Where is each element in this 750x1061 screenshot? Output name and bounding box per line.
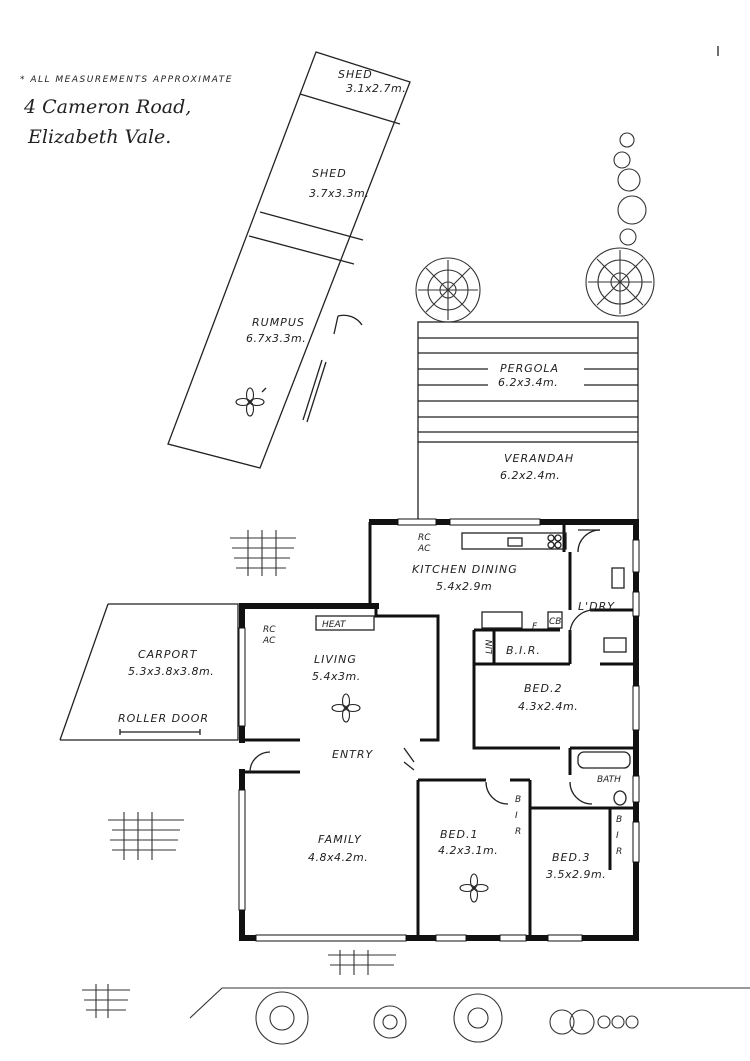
bir1-i: I (515, 811, 518, 821)
verandah-label: VERANDAH (504, 452, 574, 465)
bath-label: BATH (597, 775, 621, 785)
bir3-b: B (616, 815, 622, 825)
bir3-i: I (616, 831, 619, 841)
shed-small-label: SHED (338, 68, 373, 81)
shed-small-size: 3.1x2.7m. (346, 82, 406, 95)
bir-hall-label: B.I.R. (506, 644, 541, 657)
living-size: 5.4x3m. (312, 670, 361, 683)
shrub-icon (613, 132, 647, 246)
living-label: LIVING (314, 653, 357, 666)
verandah-size: 6.2x2.4m. (500, 469, 560, 482)
tree-icon (415, 257, 481, 323)
rc-label-living: RC (263, 625, 276, 635)
shed-large-label: SHED (312, 167, 347, 180)
measurement-note: * ALL MEASUREMENTS APPROXIMATE (20, 75, 233, 85)
family-size: 4.8x4.2m. (308, 851, 368, 864)
carport-label: CARPORT (138, 648, 198, 661)
f-label: F (532, 622, 538, 632)
kitchen-fixtures (315, 532, 631, 806)
rc-label: RC (418, 533, 431, 543)
bed3-label: BED.3 (552, 851, 590, 864)
ac-label: AC (417, 544, 431, 554)
kitchen-size: 5.4x2.9m (436, 580, 492, 593)
bed2-label: BED.2 (524, 682, 562, 695)
linen-label: LIN (485, 639, 495, 654)
bed1-label: BED.1 (440, 828, 478, 841)
roller-door-label: ROLLER DOOR (118, 712, 209, 725)
shed-large-size: 3.7x3.3m. (309, 187, 369, 200)
pergola-label: PERGOLA (500, 362, 559, 375)
cb-label: CB (549, 617, 561, 627)
laundry-label: L'DRY (578, 600, 615, 613)
bed1-size: 4.2x3.1m. (438, 844, 498, 857)
verandah (417, 442, 639, 522)
bir1-b: B (515, 795, 521, 805)
ceiling-fan-icon (331, 693, 361, 723)
carport (59, 603, 239, 741)
rumpus-size: 6.7x3.3m. (246, 332, 306, 345)
family-label: FAMILY (318, 833, 362, 846)
ceiling-fan-icon (235, 387, 265, 417)
kitchen-label: KITCHEN DINING (412, 563, 518, 576)
bed2-size: 4.3x2.4m. (518, 700, 578, 713)
bir1-r: R (515, 827, 521, 837)
windows (238, 518, 640, 942)
bir3-r: R (616, 847, 622, 857)
outbuilding (167, 51, 411, 469)
pergola-size: 6.2x3.4m. (498, 376, 558, 389)
pergola-label-bg (488, 360, 584, 390)
entry-label: ENTRY (332, 748, 374, 761)
pergola (417, 321, 639, 443)
carport-size: 5.3x3.8x3.8m. (128, 665, 214, 678)
ac-label-living: AC (262, 636, 276, 646)
heat-label: HEAT (322, 620, 347, 630)
rumpus-label: RUMPUS (252, 316, 305, 329)
address-line-1: 4 Cameron Road, (23, 96, 191, 118)
bed3-size: 3.5x2.9m. (546, 868, 606, 881)
tree-icon (585, 247, 655, 317)
grid-shrub-icon (82, 530, 396, 1018)
garden-bed-icon (189, 987, 750, 1045)
address-line-2: Elizabeth Vale. (27, 126, 171, 148)
doors (249, 529, 601, 805)
ceiling-fan-icon (459, 873, 489, 903)
